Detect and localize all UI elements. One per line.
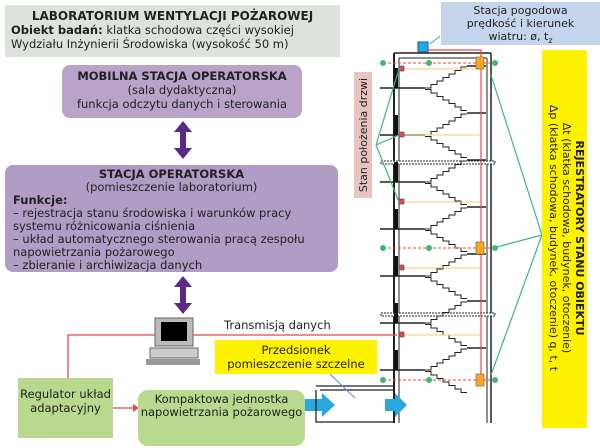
weather-sub: z <box>548 36 553 46</box>
sensor-dot-icon <box>492 377 498 383</box>
stair-flight <box>425 66 467 89</box>
stair-flight <box>425 207 467 230</box>
recorders-box: REJESTRATORY STANU OBIEKTU Δt (klatka sc… <box>542 50 587 428</box>
weather-station-box: Stacja pogodowa prędkość i kierunek wiat… <box>441 2 600 45</box>
mobile-station-subtitle: (sala dydaktyczna) <box>127 83 237 97</box>
door-state-text: Stan położenia drzwi <box>357 77 370 193</box>
operator-station: STACJA OPERATORSKA (pomieszczenie labora… <box>5 165 338 272</box>
door <box>394 162 398 182</box>
double-arrow-mobile-operator <box>174 121 192 159</box>
stair-flight <box>425 348 467 371</box>
compact-unit-box: Kompaktowa jednostka napowietrzania poża… <box>138 390 305 446</box>
door-sensor-icon <box>398 331 405 338</box>
recorder-icon <box>475 56 485 70</box>
stair-flight <box>425 254 467 277</box>
door-state-label: Stan położenia drzwi <box>354 72 372 198</box>
door <box>394 256 398 276</box>
recorder-icon <box>475 373 485 387</box>
sensor-dot-icon <box>380 60 386 66</box>
mobile-station-title: MOBILNA STACJA OPERATORSKA <box>77 69 287 83</box>
door <box>394 350 398 370</box>
stair-flight <box>425 160 467 183</box>
stair-flight <box>425 371 467 393</box>
vestibule <box>315 385 395 423</box>
sensor-dot-icon <box>492 60 498 66</box>
control-line <box>422 49 482 380</box>
function-item: – zbieranie i archiwizacja danych <box>13 258 203 272</box>
sensor-dot-icon <box>380 377 386 383</box>
computer-icon <box>146 317 200 365</box>
mobile-operator-station: MOBILNA STACJA OPERATORSKA (sala dydakty… <box>62 65 302 118</box>
weather-line2: prędkość i kierunek <box>466 17 575 30</box>
stair-flight <box>425 183 467 205</box>
sensor-dot-icon <box>380 245 386 251</box>
air-flow-arrow <box>305 393 335 417</box>
stair-flight <box>425 277 467 299</box>
weather-line1: Stacja pogodowa <box>473 4 568 17</box>
floor-slab <box>380 160 496 165</box>
weather-line3: wiatru: ø, tz <box>441 30 600 47</box>
transmission-label: Transmisją danych <box>224 318 331 332</box>
function-item: – rejestracja stanu środowiska i warunkó… <box>13 206 292 233</box>
door <box>394 115 398 135</box>
recorder-icon <box>475 241 485 255</box>
double-arrow-operator-computer <box>174 276 192 314</box>
sensor-dot-icon <box>426 60 432 66</box>
operator-station-title: STACJA OPERATORSKA <box>98 167 245 181</box>
door-sensor-icon <box>398 198 405 205</box>
vestibule-label: Przedsionek pomieszczenie szczelne <box>215 340 377 374</box>
stair-flight <box>425 136 467 158</box>
sensor-dot-icon <box>426 377 432 383</box>
vestibule-line1: Przedsionek <box>261 343 331 357</box>
function-item: – układ automatycznego sterowania pracą … <box>13 232 305 259</box>
vestibule-line2: pomieszczenie szczelne <box>227 357 365 371</box>
stair-flight <box>425 113 467 136</box>
recorders-title: REJESTRATORY STANU OBIEKTU <box>573 140 586 336</box>
header-title: LABORATORIUM WENTYLACJI POŻAROWEJ <box>31 9 314 23</box>
recorders-line1: Δt (klatka schodowa, budynek, otoczenie) <box>560 122 573 354</box>
object-text: klatka schodowa części wysokiej Wydziału… <box>11 23 294 51</box>
operator-station-subtitle: (pomieszczenie laboratorium) <box>85 180 258 194</box>
recorders-text: REJESTRATORY STANU OBIEKTU Δt (klatka sc… <box>547 58 586 418</box>
vestibule-pointer <box>329 373 356 399</box>
data-transmission-line <box>67 334 397 409</box>
door <box>394 303 398 323</box>
lab-header: LABORATORIUM WENTYLACJI POŻAROWEJ Obiekt… <box>5 5 340 57</box>
regulator-box: Regulator układ adaptacyjny <box>18 378 113 438</box>
weather-line3-text: wiatru: ø, t <box>488 30 549 43</box>
pointer-lines <box>375 68 543 376</box>
object-label: Obiekt badań: <box>11 23 103 37</box>
functions-label: Funkcje: <box>13 193 68 207</box>
air-flow-arrow <box>385 393 407 417</box>
stair-flight <box>425 301 467 324</box>
door-sensor-icon <box>398 264 405 271</box>
arrow-regulator-to-unit <box>133 404 139 412</box>
weather-pointer <box>429 35 441 45</box>
stairwell-building <box>380 49 498 423</box>
door-sensor-icon <box>398 131 405 138</box>
door <box>394 209 398 229</box>
weather-station-sensor-icon <box>417 41 429 53</box>
recorders-line2: Δp (klatka schodowa, budynek, otoczenie)… <box>547 104 560 372</box>
mobile-station-desc: funkcja odczytu danych i sterowania <box>76 97 288 111</box>
door-sensor-icon <box>398 65 405 72</box>
stair-flight <box>425 89 467 111</box>
sensor-dot-icon <box>426 245 432 251</box>
